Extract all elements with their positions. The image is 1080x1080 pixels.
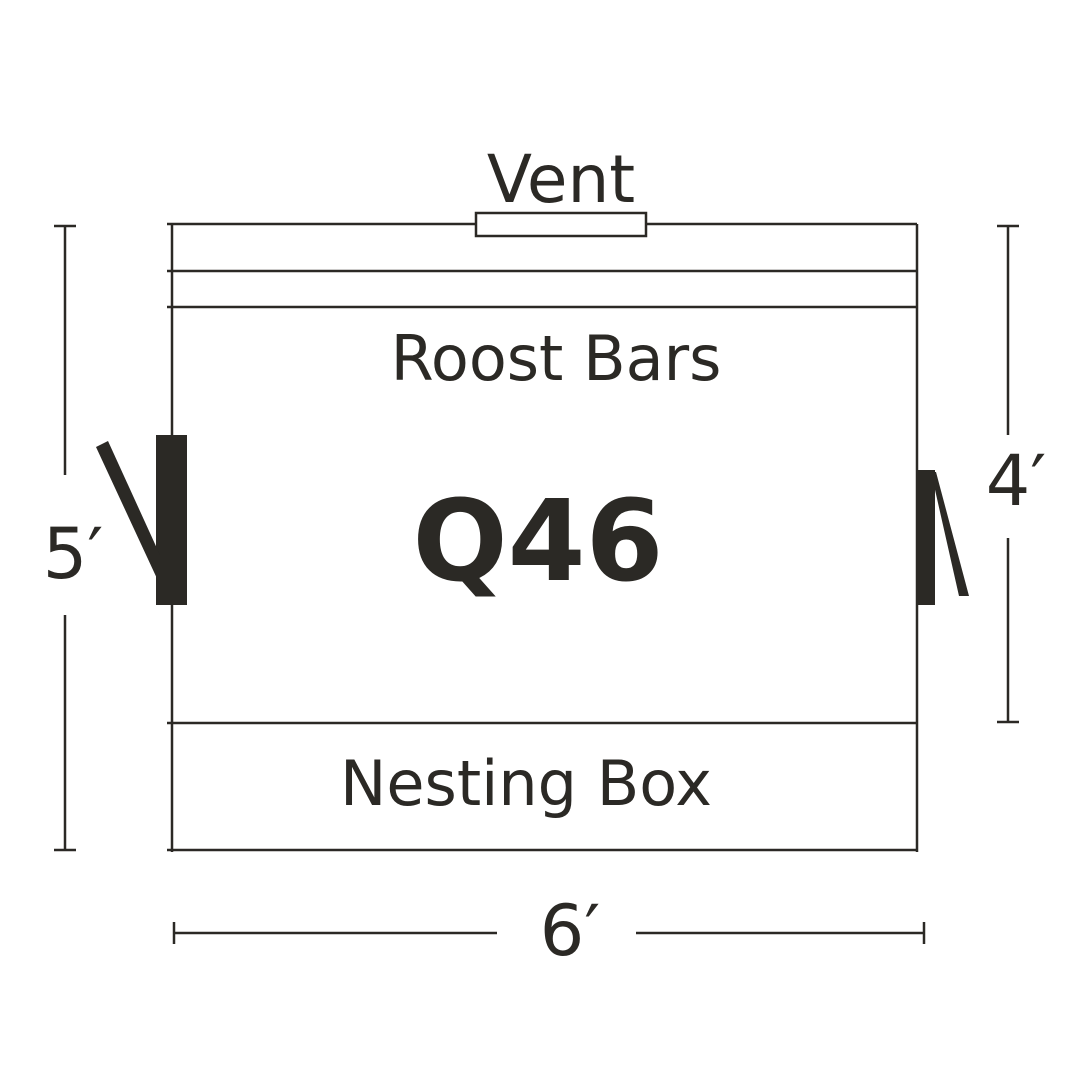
right-dimension-line [997, 224, 1019, 724]
roost-bars-label: Roost Bars [391, 322, 722, 395]
left-dimension-label: 5′ [43, 513, 103, 595]
nesting-box-label: Nesting Box [340, 747, 712, 820]
plan-code: Q46 [412, 477, 663, 607]
roost-bars [167, 269, 917, 309]
vent-label: Vent [487, 141, 635, 218]
bottom-dimension-line [172, 922, 926, 944]
right-door [917, 470, 969, 605]
right-dimension-label: 4′ [986, 440, 1046, 522]
bottom-dimension-label: 6′ [540, 890, 600, 972]
left-dimension-line [54, 224, 76, 852]
left-door [96, 435, 187, 605]
